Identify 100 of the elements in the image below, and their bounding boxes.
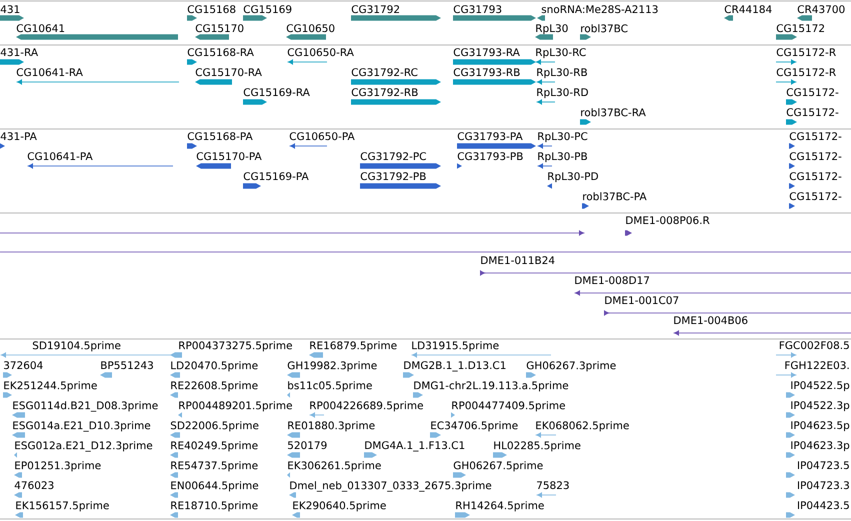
feature-label: CG15172-R — [776, 48, 836, 56]
feature-label: CG10650-RA — [288, 48, 354, 56]
feature-label: GH19982.3prime — [288, 361, 377, 372]
feature-label: GH06267.3prime — [526, 361, 616, 372]
feature-label: EN00644.5prime — [171, 481, 258, 492]
feature-label: DME1-004B06 — [674, 316, 748, 324]
feature-label: CG31793-PB — [458, 152, 523, 160]
feature-label: bs11c05.5prime — [288, 381, 372, 392]
feature-label: SD22006.5prime — [170, 421, 258, 432]
feature-label: Dmel_neb_013307_0333_2675.3prime — [290, 481, 492, 492]
feature-label: CG10641-PA — [28, 152, 93, 160]
feature-label: RE22608.5prime — [171, 381, 258, 392]
feature-label: IP04623.3p — [791, 441, 850, 452]
feature-label: SD19104.5prime — [32, 341, 120, 352]
feature-label: RpL30-PB — [538, 152, 587, 162]
feature-label: CG31793-RB — [454, 68, 520, 76]
feature-label: CG10641 — [16, 24, 64, 32]
feature-label: RE18710.5prime — [171, 501, 258, 512]
feature-label: CG15168-RA — [188, 48, 254, 56]
feature-label: LD20470.5prime — [171, 361, 258, 372]
feature-label: CG15168-PA — [188, 132, 253, 140]
feature-label: CG15170 — [196, 24, 244, 32]
feature-label: 431-RA — [0, 48, 38, 56]
feature-label: RE16879.5prime — [310, 341, 397, 352]
feature-label: CG31793-PA — [458, 132, 523, 140]
feature-label: RpL30-PC — [538, 132, 588, 142]
feature-label: CG31792-RB — [352, 88, 418, 96]
feature-label: CG31792-RC — [352, 68, 418, 76]
feature-label: ESG014a.E21_D10.3prime — [13, 421, 150, 432]
feature-label: EK290640.5prime — [293, 501, 386, 512]
feature-label: IP04423.5 — [798, 501, 849, 510]
feature-label: LD31915.5prime — [412, 341, 499, 352]
feature-label: robl37BC-RA — [581, 108, 646, 116]
feature-label: RpL30-PD — [548, 172, 598, 182]
feature-label: CG31792 — [352, 5, 400, 14]
feature-label: CR43700 — [798, 5, 845, 14]
feature-label: 520179 — [288, 441, 327, 450]
feature-label: DME1-008P06.R — [626, 216, 710, 224]
feature-label: IP04723.3 — [798, 481, 849, 490]
feature-label: CG31793-RA — [454, 48, 520, 56]
feature-label: FGH122E03. — [785, 361, 849, 370]
feature-label: ESG0114d.B21_D08.3prime — [13, 401, 158, 412]
feature-label: 431 — [0, 5, 20, 14]
feature-label: CG15168 — [188, 5, 236, 14]
feature-label: RE01880.3prime — [288, 421, 375, 432]
feature-label: EK251244.5prime — [4, 381, 97, 392]
feature-label: CG10650-PA — [290, 132, 355, 140]
feature-label: CG15172-R — [776, 68, 836, 76]
feature-label: BP551243 — [101, 361, 153, 370]
feature-label: CG15170-RA — [196, 68, 262, 76]
feature-label: CG15169-RA — [244, 88, 310, 96]
feature-label: CG10641-RA — [16, 68, 83, 76]
feature-label: RpL30-RB — [537, 68, 587, 78]
feature-label: snoRNA:Me28S-A2113 — [542, 5, 658, 14]
feature-label: CG31792-PB — [360, 172, 426, 180]
feature-label: DMG1-chr2L.19.113.a.5prime — [414, 381, 568, 392]
feature-label: RE40249.5prime — [171, 441, 258, 452]
feature-label: CG31792-PC — [360, 152, 426, 160]
feature-label: RP004477409.5prime — [452, 401, 565, 412]
feature-label: IP04623.5p — [791, 421, 850, 432]
feature-label: RP004489201.5prime — [179, 401, 292, 412]
feature-label: CG10650 — [286, 24, 334, 32]
feature-label: IP04522.3p — [791, 401, 850, 412]
feature-label: 75823 — [537, 481, 569, 490]
feature-label: IP04522.5p — [791, 381, 850, 392]
feature-label: EP01251.3prime — [15, 461, 101, 472]
feature-label: CR44184 — [724, 5, 772, 14]
feature-label: CG15172- — [790, 192, 842, 200]
feature-label: RpL30-RC — [536, 48, 586, 58]
feature-label: RpL30 — [536, 24, 568, 34]
feature-label: RP004226689.5prime — [310, 401, 423, 412]
feature-label: DME1-008D17 — [575, 276, 650, 284]
feature-label: CG15169-PA — [244, 172, 309, 180]
feature-label: EC34706.5prime — [431, 421, 518, 432]
feature-label: FGC002F08.5 — [780, 341, 849, 350]
feature-label: 372604 — [4, 361, 43, 370]
feature-label: GH06267.5prime — [454, 461, 543, 472]
feature-label: 476023 — [14, 481, 54, 490]
feature-label: CG15172- — [790, 132, 842, 140]
feature-label: IP04723.5 — [798, 461, 849, 470]
feature-label: DMG2B.1_1.D13.C1 — [404, 361, 506, 372]
feature-label: RP004373275.5prime — [179, 341, 292, 352]
feature-label: EK068062.5prime — [536, 421, 629, 432]
feature-label: EK306261.5prime — [288, 461, 381, 472]
feature-label: CG15172- — [790, 172, 842, 180]
feature-label: HL02285.5prime — [494, 441, 580, 452]
feature-label: 431-PA — [0, 132, 37, 140]
feature-label: DMG4A.1_1.F13.C1 — [365, 441, 464, 452]
feature-label: RE54737.5prime — [171, 461, 258, 472]
feature-label: CG15169 — [244, 5, 292, 14]
feature-label: CG15170-PA — [196, 152, 262, 160]
feature-label: robl37BC-PA — [583, 192, 647, 200]
feature-label: robl37BC — [581, 24, 628, 32]
feature-label: ESG012a.E21_D12.3prime — [15, 441, 152, 452]
feature-label: CG15172- — [786, 88, 838, 96]
feature-label: CG15172- — [786, 108, 838, 116]
feature-label: CG15172- — [790, 152, 842, 160]
feature-label: RH14264.5prime — [456, 501, 544, 512]
feature-label: DME1-011B24 — [481, 256, 554, 264]
feature-label: CG31793 — [454, 5, 502, 14]
